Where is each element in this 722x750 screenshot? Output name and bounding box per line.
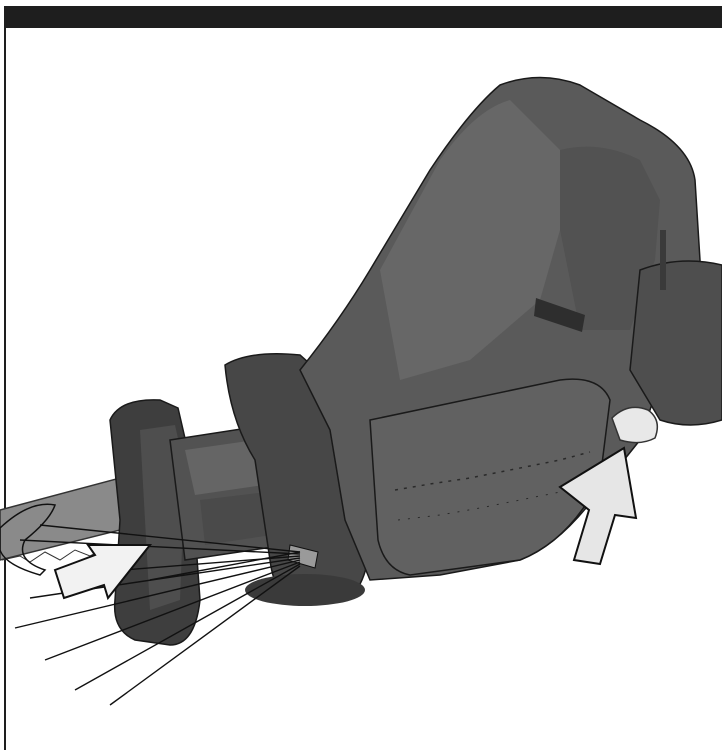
trigger xyxy=(612,407,657,442)
